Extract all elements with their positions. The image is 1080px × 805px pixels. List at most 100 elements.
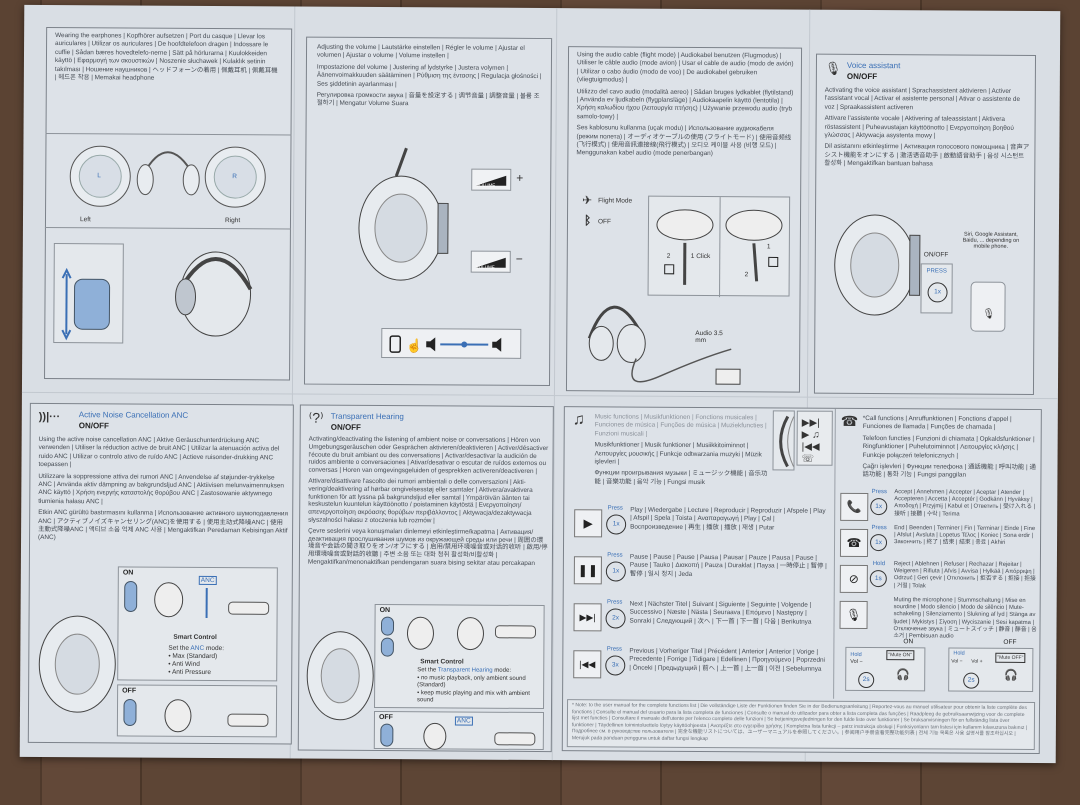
anc-title: Active Noise Cancellation ANC (78, 410, 189, 420)
call-end-icon: ☎ (839, 528, 869, 558)
volume-down-button[interactable]: VOLUME (470, 250, 511, 273)
headphones-cable-phone-illustration (587, 305, 741, 385)
music-function-text: Previous | Vorheriger Titel | Précédent … (629, 647, 826, 673)
music-function-text: Next | Nächster Titel | Suivant | Siguie… (629, 600, 812, 626)
transparent-hearing-icon: ⁽?⁾ (308, 409, 324, 426)
step-2-label: 2 (666, 252, 671, 260)
left-label: Left (79, 216, 91, 224)
press-label: Hold (872, 561, 886, 568)
mode-anti-wind: • Anti Wind (168, 660, 200, 668)
th-text-3: Çevre seslerini veya konuşmaları dinleme… (307, 527, 548, 567)
mute-on-bubble: "Mute ON" (886, 650, 914, 661)
set-end: mode: (494, 667, 512, 674)
voice-assistant-title: Voice assistant (846, 60, 901, 71)
headphones-icon: 🎧 (1004, 669, 1018, 682)
th-mode-list: Set the Transparent Hearing mode: • no m… (417, 667, 542, 705)
music-text: Music functions | Musikfunktionen | Fonc… (594, 413, 769, 490)
volume-text-3: Регулировка громкости звука | 音量を設定する | … (316, 91, 540, 108)
panel-music-calls: ♫ Music functions | Musikfunktionen | Fo… (561, 406, 1042, 755)
anc-on-figure: ON ANC Smart Control Set the ANC mode: •… (117, 566, 278, 682)
panel-audio-cable: Using the audio cable (flight mode) | Au… (565, 46, 803, 393)
plus-sign: + (516, 170, 524, 185)
note-box: * Note: to the user manual for the compl… (566, 699, 1036, 751)
earcup-illustration (834, 214, 921, 316)
volume-up-button[interactable]: VOLUME (471, 168, 512, 191)
press-label: Press (607, 552, 623, 559)
calls-text-1: *Call functions | Anruffunktionen | Fonc… (862, 414, 1012, 432)
anc-tag: ANC (198, 575, 217, 586)
panel-anc: ))|··· Active Noise Cancellation ANC ON/… (27, 402, 294, 745)
music-control-button[interactable]: ▶ (574, 509, 603, 538)
press-label: Press (871, 489, 888, 496)
controls-map-icon: ▶▶|▶ ♫|◀◀ ☏ (801, 417, 820, 465)
smart-control-label: Smart Control (420, 658, 464, 666)
set-the: Set the (417, 667, 437, 674)
controls-overview-figure (772, 410, 795, 471)
anc-off-figure: OFF (116, 684, 278, 738)
anc-off-label: OFF (122, 687, 137, 695)
mute-on-figure: Hold Vol − "Mute ON" 2s 🎧 (845, 646, 926, 692)
music-control-button[interactable]: |◀◀ (573, 650, 602, 679)
music-text-2: Musikfunktioner | Musik funktioner | Mus… (594, 441, 762, 466)
music-function-text: Play | Wiedergabe | Lecture | Reproducir… (630, 506, 826, 532)
vol-plus-label: Vol + (971, 658, 983, 665)
set-mode: Transparent Hearing (437, 667, 493, 674)
set-mode: ANC (190, 644, 205, 652)
press-label: Press (607, 505, 623, 512)
anc-text-2: Utilizzare la soppressione attiva dei ru… (38, 472, 284, 506)
microphone-icon: 🎙 (824, 60, 842, 76)
volume-up-label: VOLUME (476, 182, 496, 188)
call-function-text: End | Beenden | Terminer | Fin | Termina… (894, 525, 1036, 547)
music-note-icon: ♫ (572, 411, 585, 429)
press-count: 2x (605, 608, 626, 629)
press-count: 1x (605, 561, 626, 582)
audio-text-2: Utilizzo del cavo audio (modalità aereo)… (576, 87, 794, 121)
cable-connect-figure: 1 Click 2 1 2 (647, 195, 791, 298)
mode-max: • Max (Standard) (168, 652, 218, 661)
anc-subtitle: ON/OFF (78, 421, 109, 431)
earcup-illustration (358, 147, 449, 281)
volume-down-label: VOLUME (475, 264, 495, 270)
mode-anti-pressure: • Anti Pressure (168, 668, 212, 676)
voice-text-1: Activating the voice assistant | Spracha… (824, 86, 1021, 112)
phone-volume-figure: ☝ (381, 328, 522, 359)
music-control-button[interactable]: ▶▶| (573, 603, 602, 632)
press-count: 1x (927, 282, 948, 303)
onoff-label: ON/OFF (923, 251, 949, 259)
wearing-lr-figure: L R Left Right (44, 132, 292, 230)
call-controls-figure: ▶▶|▶ ♫|◀◀ ☏ (796, 410, 833, 466)
th-text-2: Attivare/disattivare l'ascolto dei rumor… (308, 477, 533, 525)
mode-standard: • no music playback, only ambient sound … (417, 674, 526, 689)
th-text: Activating/deactivating the listening of… (308, 436, 549, 571)
press-label: Press (871, 525, 887, 532)
anc-text: Using the active noise cancellation ANC … (38, 436, 289, 547)
anc-on-label: ON (122, 569, 134, 577)
right-cup-letter: R (232, 173, 237, 181)
set-end: mode: (205, 644, 225, 653)
press-count: 1x (869, 534, 888, 552)
call-reject-icon: ⊘ (839, 564, 868, 594)
quick-guide-sheet: Wearing the earphones | Kopfhörer aufset… (19, 4, 1061, 764)
vol-minus-label: Vol − (850, 658, 863, 665)
press-label: Press (606, 599, 623, 606)
wearing-adjust-figure (53, 243, 124, 344)
call-function-text: Accept | Annehmen | Accepter | Aceptar |… (894, 489, 1036, 518)
call-function-text: Muting the microphone | Stummschaltung |… (893, 597, 1037, 640)
music-function-text: Pause | Pause | Pause | Pausa | Pausar |… (629, 553, 827, 578)
calls-text-2: Telefoon functies | Funzioni di chiamata… (862, 434, 1035, 460)
call-accept-icon: 📞 (840, 492, 869, 522)
music-control-button[interactable]: ❚❚ (573, 556, 602, 585)
earcup-illustration (38, 615, 116, 713)
mute-on-label: ON (903, 638, 914, 646)
step-2b-label: 2 (744, 271, 749, 279)
panel-wearing: Wearing the earphones | Kopfhörer aufset… (44, 26, 293, 381)
smart-control-label: Smart Control (173, 633, 217, 642)
panel-volume: Adjusting the volume | Lautstärke einste… (303, 36, 553, 387)
th-off-figure: OFF ANC (373, 710, 544, 751)
minus-sign: − (515, 251, 523, 266)
head-with-headphones-illustration (175, 251, 253, 337)
headphones-icon: 🎧 (896, 669, 910, 682)
th-title: Transparent Hearing (330, 411, 404, 422)
volume-text-1: Adjusting the volume | Lautstärke einste… (316, 43, 525, 60)
call-function-text: Reject | Ablehnen | Refuser | Rechazar |… (893, 561, 1036, 589)
